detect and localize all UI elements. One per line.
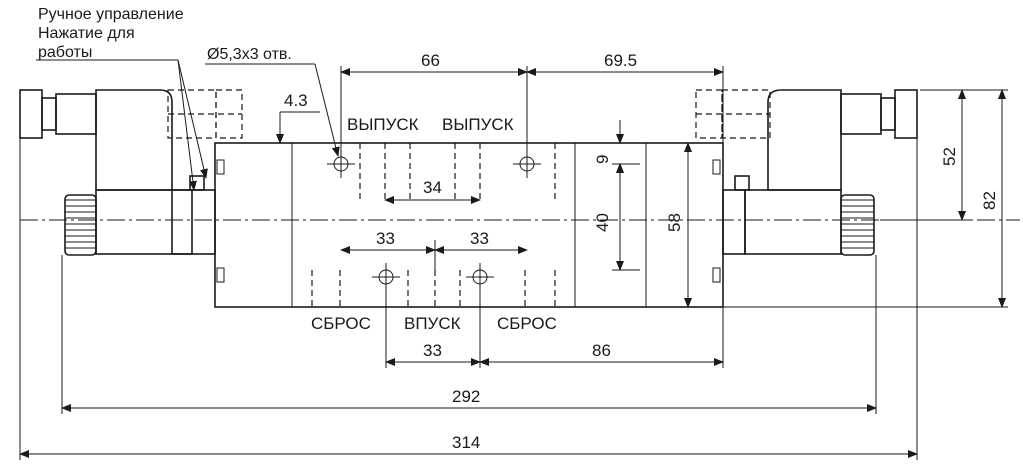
dim-4-3: 4.3	[284, 91, 308, 110]
dimension-lines	[19, 66, 1008, 460]
port-label-exhaust-left: ВЫПУСК	[347, 115, 419, 134]
manual-control-leader	[36, 59, 340, 191]
manual-control-label: Ручное управление	[38, 6, 184, 23]
port-label-reset-left: СБРОС	[311, 314, 371, 333]
right-solenoid	[695, 89, 918, 256]
dim-69-5: 69.5	[604, 51, 637, 70]
dim-292: 292	[452, 387, 480, 406]
dim-33-bottom: 33	[423, 341, 442, 360]
dim-66: 66	[421, 51, 440, 70]
left-solenoid	[19, 89, 243, 256]
manual-work-label: работы	[38, 44, 92, 61]
port-holes	[327, 150, 541, 291]
dim-82: 82	[980, 191, 999, 210]
manual-press-label: Нажатие для	[38, 25, 135, 42]
holes-label: Ø5,3x3 отв.	[207, 46, 292, 63]
dim-33-right: 33	[470, 229, 489, 248]
dim-9: 9	[593, 155, 612, 164]
port-label-inlet: ВПУСК	[404, 314, 461, 333]
dim-58: 58	[665, 213, 684, 232]
dim-52: 52	[940, 147, 959, 166]
dim-40: 40	[593, 213, 612, 232]
dim-314: 314	[452, 433, 480, 452]
valve-body	[214, 142, 724, 308]
dim-33-left: 33	[376, 229, 395, 248]
dim-34: 34	[423, 178, 442, 197]
dim-86: 86	[592, 341, 611, 360]
port-label-reset-right: СБРОС	[497, 314, 557, 333]
port-label-exhaust-right: ВЫПУСК	[442, 115, 514, 134]
